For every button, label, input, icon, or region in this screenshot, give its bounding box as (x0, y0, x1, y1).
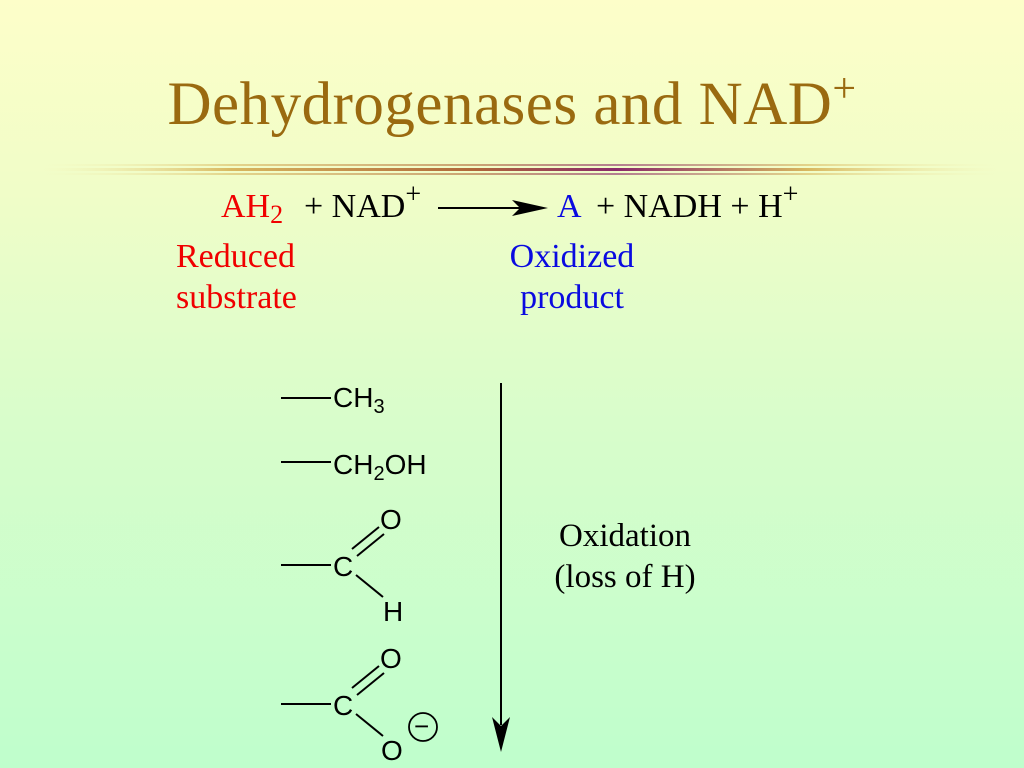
reaction-arrow-head (512, 200, 548, 216)
aldehyde-carbon: C (333, 551, 354, 582)
equation-nad: + NAD+ (304, 181, 421, 225)
reduced-label-line1: Reduced (176, 238, 295, 275)
carboxylate-oxygen-top: O (380, 643, 402, 674)
reactant-subscript: 2 (270, 200, 284, 229)
slide-title: Dehydrogenases and NAD+ (0, 68, 1024, 138)
title-charge: + (832, 66, 857, 112)
alcohol-atoms-pre: CH (333, 449, 374, 480)
reactant-atoms: AH (221, 188, 271, 225)
equation-product: A (557, 188, 582, 225)
title-divider (40, 164, 1000, 175)
carboxylate-double-bond-b (356, 672, 385, 696)
alcohol-subscript: 2 (373, 463, 385, 485)
alcohol-atoms-post: OH (384, 449, 427, 480)
methyl-subscript: 3 (373, 396, 385, 418)
oxidized-product-label: Oxidized product (499, 236, 645, 318)
alcohol-group: CH2OH (333, 449, 427, 485)
negative-charge-circle (408, 712, 438, 742)
carboxylate-o-bond (355, 713, 384, 737)
methyl-group: CH3 (333, 382, 385, 418)
aldehyde-hydrogen: H (383, 596, 404, 627)
carboxylate-oxygen-bottom: O (381, 735, 403, 766)
aldehyde-oxygen: O (380, 504, 402, 535)
aldehyde-h-bond (355, 574, 384, 598)
oxidation-label-line2: (loss of H) (554, 559, 696, 595)
carboxylate-carbon: C (333, 690, 354, 721)
equation-nadh: + NADH + H+ (596, 181, 798, 225)
aldehyde-double-bond-a (351, 526, 380, 550)
equation-reactant: AH2 (221, 188, 283, 228)
nad-text: + NAD (304, 188, 406, 225)
oxidation-label: Oxidation (loss of H) (520, 516, 730, 598)
nad-charge: + (405, 179, 422, 210)
nadh-text: + NADH + H (596, 188, 783, 225)
h-charge: + (782, 179, 799, 210)
oxidized-label-line2: product (520, 279, 624, 316)
negative-charge: − (414, 711, 430, 741)
title-text: Dehydrogenases and NAD (167, 71, 833, 138)
carboxylate-double-bond-a (351, 665, 380, 689)
oxidized-label-line1: Oxidized (509, 238, 635, 275)
reduced-label-line2: substrate (176, 279, 297, 316)
oxidation-label-line1: Oxidation (559, 518, 691, 554)
oxidation-arrow-head (492, 717, 510, 752)
reduced-substrate-label: Reduced substrate (176, 236, 297, 318)
aldehyde-double-bond-b (356, 533, 385, 557)
methyl-atoms: CH (333, 382, 374, 413)
